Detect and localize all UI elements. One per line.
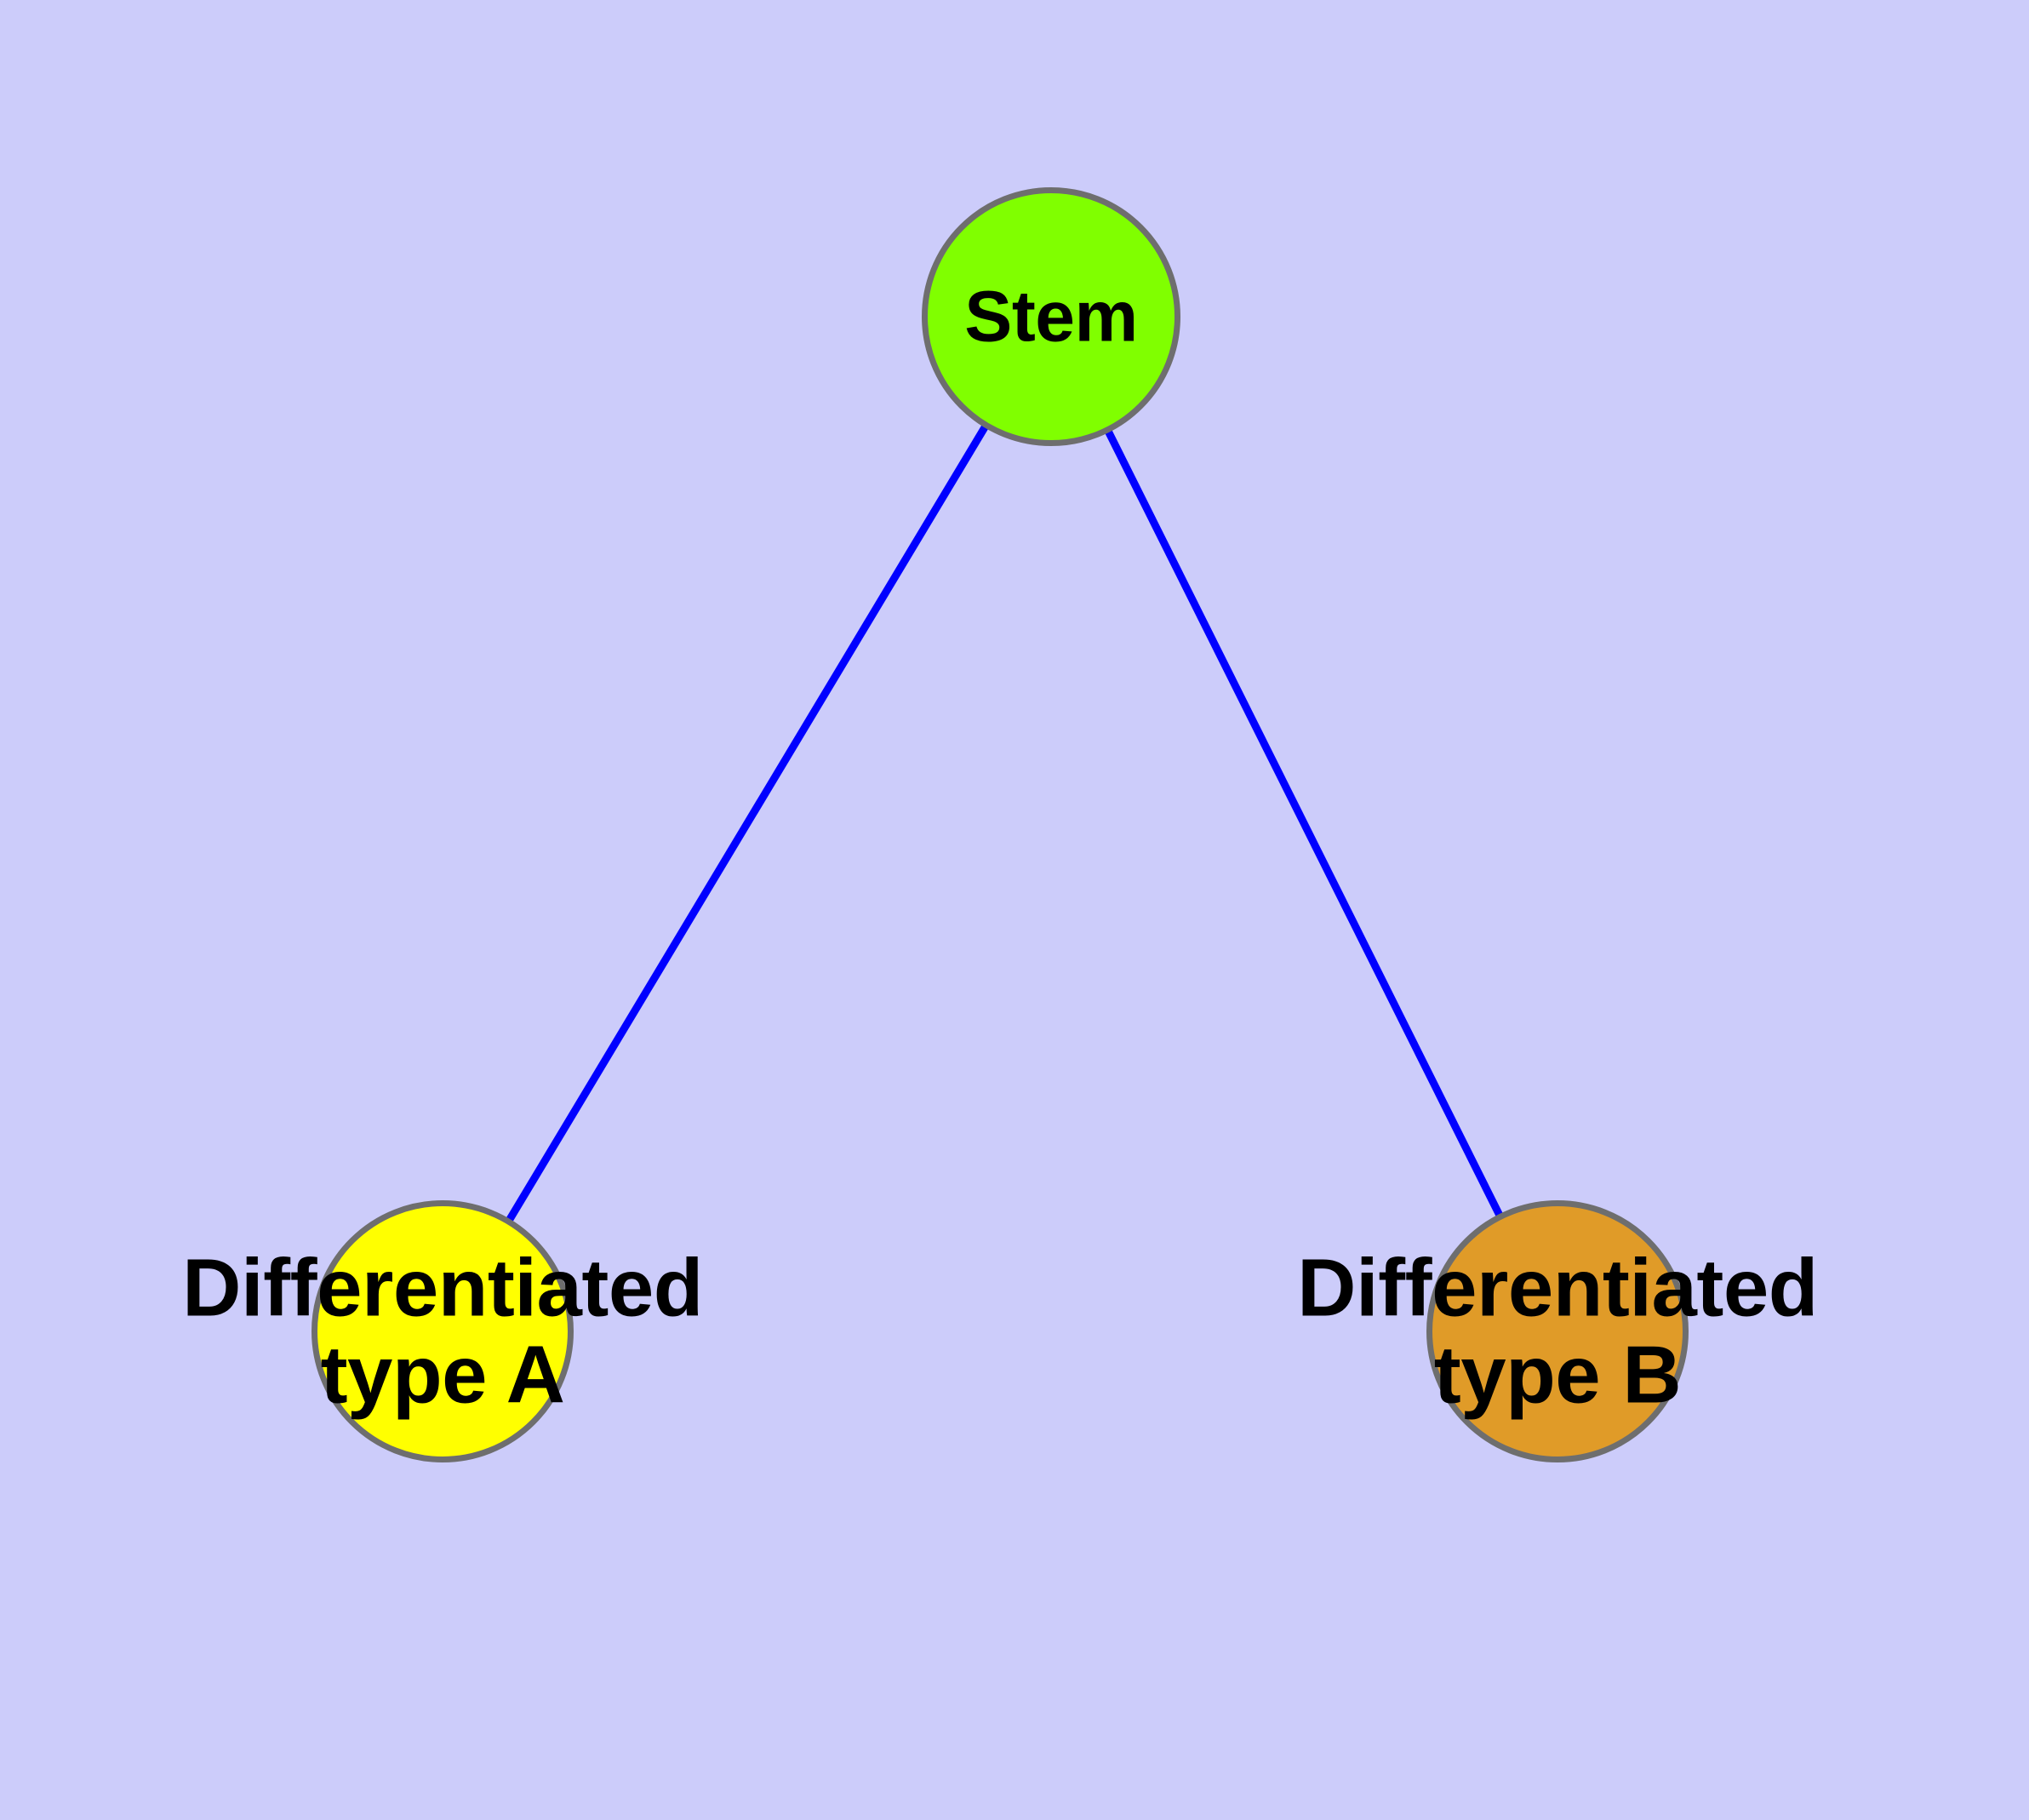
node-circle-diff_b[interactable]: [1426, 1200, 1689, 1462]
node-layer: [311, 187, 1689, 1462]
node-circle-diff_a[interactable]: [311, 1200, 574, 1462]
edge-stem-b: [1104, 427, 1505, 1219]
edge-stem-a: [505, 422, 990, 1224]
node-circle-stem[interactable]: [922, 187, 1180, 446]
node-differentiated-type-b[interactable]: [1426, 1200, 1689, 1462]
node-stem[interactable]: [922, 187, 1180, 446]
node-differentiated-type-a[interactable]: [311, 1200, 574, 1462]
edge-layer: [505, 422, 1505, 1224]
